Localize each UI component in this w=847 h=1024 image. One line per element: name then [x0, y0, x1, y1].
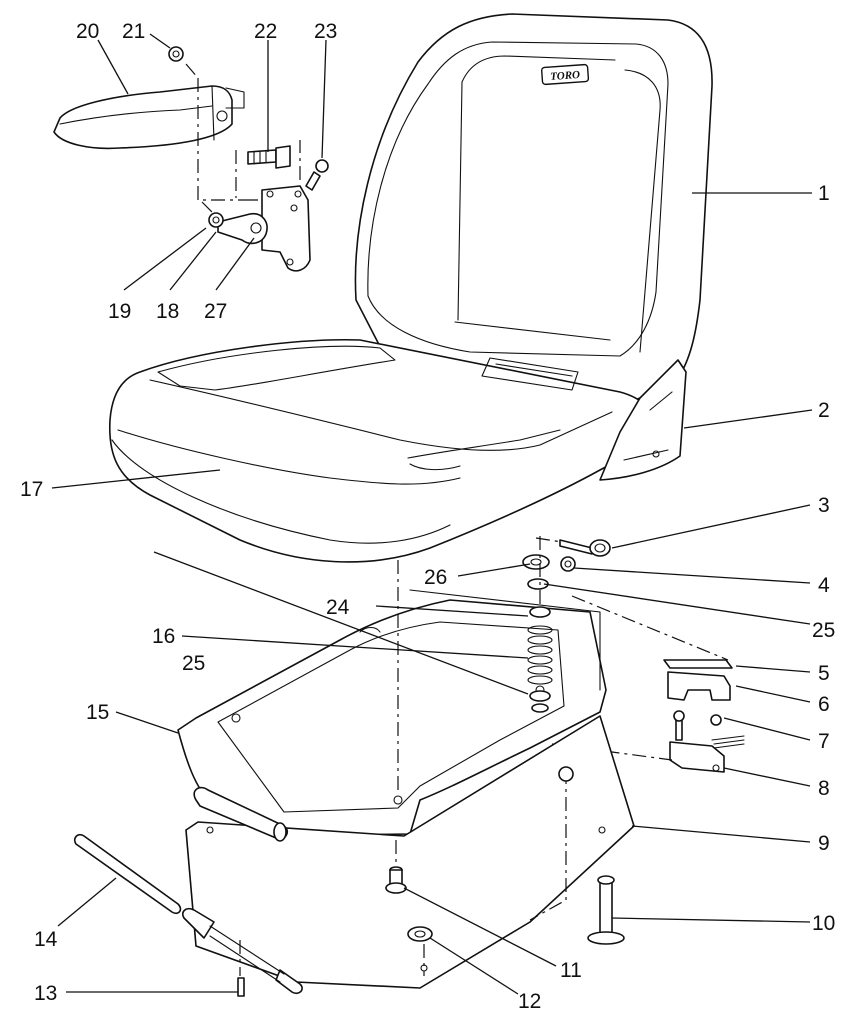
stud-bolt: [385, 866, 407, 894]
roller-and-tubes: [73, 786, 303, 997]
callout-1: 1: [818, 182, 830, 205]
callout-9: 9: [818, 832, 830, 855]
rear-tube-right: [275, 969, 303, 995]
callout-labels: 1 2 3 4 25 5 6 7 8 9 10 11 12 13 14 15 1…: [20, 20, 835, 1013]
callout-7: 7: [818, 730, 830, 753]
pivot-rod: [73, 833, 182, 915]
callout-24: 24: [326, 596, 350, 619]
pivot-pin-group: [522, 537, 611, 572]
latch-switch: [669, 741, 725, 773]
fasteners: [385, 766, 625, 976]
callout-12: 12: [518, 990, 541, 1013]
callout-19: 19: [108, 300, 131, 323]
armrest-assembly: [53, 46, 329, 272]
seat-backrest-panel: [367, 41, 669, 357]
callout-6: 6: [818, 693, 830, 716]
callout-21: 21: [122, 20, 145, 43]
armrest-pad: [53, 85, 233, 150]
small-pin: [237, 977, 245, 997]
seat-slot: [481, 357, 579, 391]
armrest-screw: [305, 159, 329, 191]
armrest-nut: [168, 46, 184, 62]
lock-nut: [558, 766, 574, 782]
callout-22: 22: [254, 20, 277, 43]
flat-washer: [522, 554, 550, 570]
seat-side-bracket: [599, 359, 687, 481]
spring-washer: [529, 606, 551, 618]
suspension-plate: [177, 589, 607, 837]
callout-11: 11: [560, 959, 582, 982]
shoulder-bolt: [587, 875, 625, 945]
callout-23: 23: [314, 20, 337, 43]
leader-lines: [51, 33, 813, 995]
callout-14: 14: [34, 928, 58, 951]
flange-nut: [407, 926, 433, 942]
callout-16: 16: [152, 625, 175, 648]
toro-logo-text: TORO: [550, 69, 581, 83]
callout-10: 10: [812, 912, 835, 935]
latch-screw: [710, 714, 722, 726]
seat-cushion: [108, 338, 658, 563]
callout-25-right: 25: [812, 619, 835, 642]
seat-assembly: TORO: [108, 13, 713, 563]
armrest-cam: [217, 212, 268, 245]
callout-26: 26: [424, 566, 447, 589]
callout-3: 3: [818, 494, 830, 517]
callout-18: 18: [156, 300, 179, 323]
callout-2: 2: [818, 399, 830, 422]
hex-nut: [560, 556, 576, 572]
callout-13: 13: [34, 982, 57, 1005]
toro-logo-badge: [540, 63, 590, 86]
callout-8: 8: [818, 777, 830, 800]
armrest-bracket: [261, 185, 311, 272]
callout-4: 4: [818, 574, 830, 597]
seat-cushion-top: [157, 345, 396, 391]
callout-15: 15: [86, 701, 109, 724]
callout-20: 20: [76, 20, 99, 43]
callout-27: 27: [204, 300, 227, 323]
callout-5: 5: [818, 662, 830, 685]
rear-tube-left: [181, 907, 215, 939]
retaining-ring-lower: [529, 690, 551, 702]
armrest-bolt: [247, 145, 291, 169]
callout-17: 17: [20, 478, 43, 501]
callout-25-left: 25: [182, 652, 205, 675]
armrest-washer: [208, 212, 224, 228]
spring-stack: [527, 536, 553, 713]
compression-spring: [527, 625, 553, 685]
latch-plate: [663, 659, 733, 669]
pivot-pin: [559, 539, 593, 555]
latch-block: [667, 671, 731, 701]
